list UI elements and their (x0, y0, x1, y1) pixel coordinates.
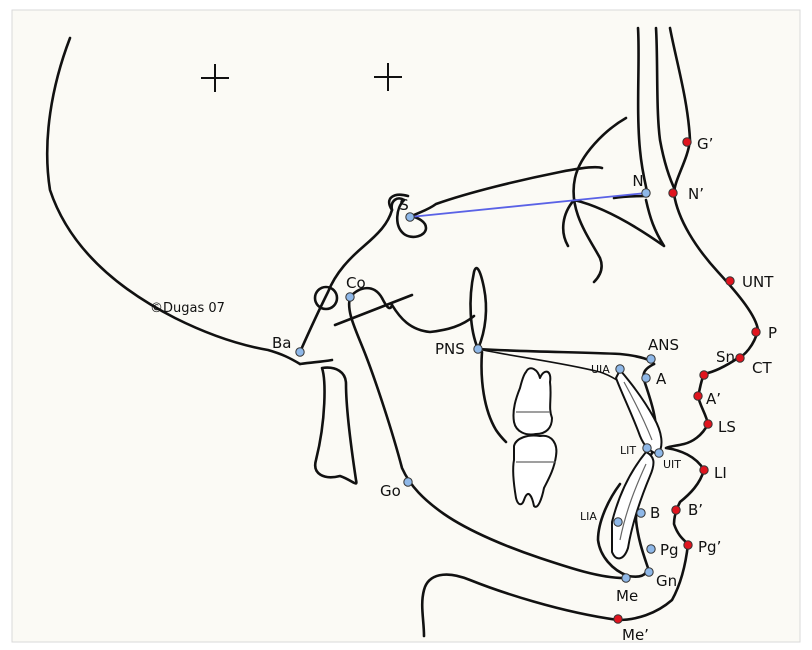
soft-tissue-landmark-label: Me’ (622, 626, 649, 644)
skeletal-landmark-label: B (650, 504, 660, 522)
skeletal-landmark-point (642, 189, 650, 197)
skeletal-landmark-point (346, 293, 354, 301)
soft-tissue-landmark-label: UNT (742, 273, 774, 291)
soft-tissue-landmark-label: Pg’ (698, 538, 721, 556)
soft-tissue-landmark-label: A’ (706, 390, 721, 408)
tracing-panel (12, 10, 800, 642)
skeletal-landmark-label: A (656, 370, 667, 388)
skeletal-landmark-point (647, 355, 655, 363)
soft-tissue-landmark-point (726, 277, 734, 285)
soft-tissue-landmark-point (684, 541, 692, 549)
skeletal-landmark-label: PNS (435, 340, 465, 358)
skeletal-landmark-point (637, 509, 645, 517)
skeletal-landmark-point (643, 444, 651, 452)
skeletal-landmark-point (642, 374, 650, 382)
soft-tissue-landmark-point (736, 354, 744, 362)
skeletal-landmark-label: Go (380, 482, 401, 500)
soft-tissue-landmark-label: N’ (688, 185, 704, 203)
skeletal-landmark-label: LIA (580, 510, 597, 523)
soft-tissue-landmark-point (669, 189, 677, 197)
skeletal-landmark-point (406, 213, 414, 221)
soft-tissue-landmark-point (694, 392, 702, 400)
skeletal-landmark-point (404, 478, 412, 486)
soft-tissue-landmark-label: B’ (688, 501, 703, 519)
skeletal-landmark-label: Gn (656, 572, 677, 590)
soft-tissue-landmark-point (700, 466, 708, 474)
soft-tissue-landmark-label: CT (752, 359, 772, 377)
skeletal-landmark-label: Me (616, 587, 638, 605)
skeletal-landmark-point (622, 574, 630, 582)
soft-tissue-landmark-point (614, 615, 622, 623)
skeletal-landmark-label: S (399, 196, 409, 214)
skeletal-landmark-point (647, 545, 655, 553)
skeletal-landmark-label: Pg (660, 541, 679, 559)
skeletal-landmark-label: N (632, 172, 643, 190)
soft-tissue-landmark-label: G’ (697, 135, 713, 153)
soft-tissue-landmark-label: P (768, 324, 777, 342)
skeletal-landmark-point (616, 365, 624, 373)
skeletal-landmark-label: LIT (620, 444, 636, 457)
soft-tissue-landmark-label: LI (714, 464, 727, 482)
soft-tissue-landmark-label: Sn (716, 348, 735, 366)
skeletal-landmark-label: Co (346, 274, 366, 292)
soft-tissue-landmark-point (700, 371, 708, 379)
soft-tissue-landmark-point (683, 138, 691, 146)
skeletal-landmark-label: UIA (591, 363, 610, 376)
soft-tissue-landmark-point (752, 328, 760, 336)
soft-tissue-landmark-label: LS (718, 418, 736, 436)
soft-tissue-landmark-point (704, 420, 712, 428)
skeletal-landmark-point (645, 568, 653, 576)
soft-tissue-landmark-point (672, 506, 680, 514)
skeletal-landmark-point (474, 345, 482, 353)
skeletal-landmark-label: Ba (272, 334, 291, 352)
copyright-label: ©Dugas 07 (150, 301, 225, 316)
skeletal-landmark-point (655, 449, 663, 457)
skeletal-landmark-point (614, 518, 622, 526)
skeletal-landmark-point (296, 348, 304, 356)
skeletal-landmark-label: ANS (648, 336, 679, 354)
skeletal-landmark-label: UIT (663, 458, 681, 471)
